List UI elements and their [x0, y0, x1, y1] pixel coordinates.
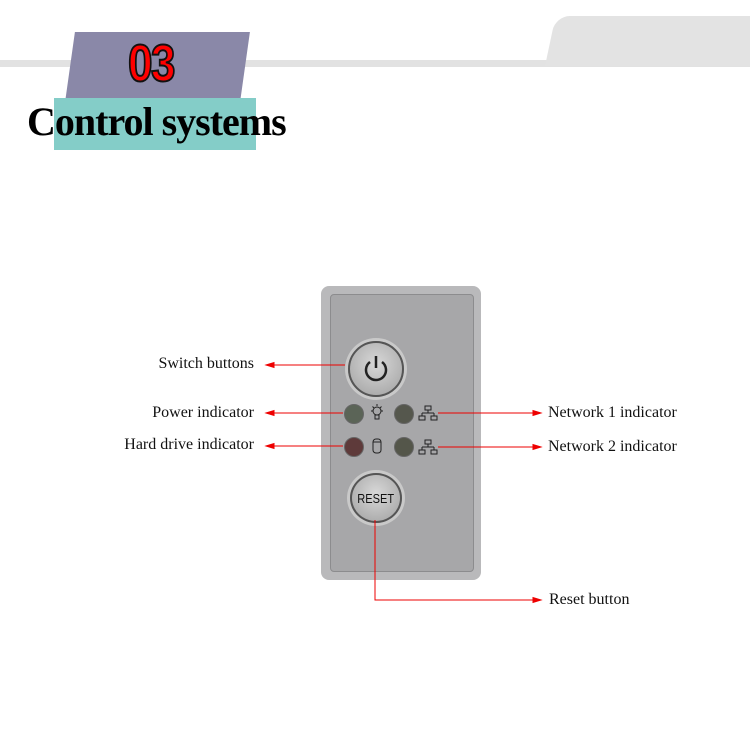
page-title: Control systems: [27, 99, 287, 144]
reset-button[interactable]: RESET: [350, 473, 402, 523]
section-number: 03: [127, 34, 176, 94]
label-switch-buttons: Switch buttons: [158, 355, 254, 372]
bulb-icon: [371, 404, 383, 420]
label-reset-button: Reset button: [549, 591, 630, 608]
reset-button-label: RESET: [357, 490, 395, 506]
hard-drive-icon: [372, 438, 382, 454]
label-hard-drive-indicator: Hard drive indicator: [124, 436, 254, 453]
label-power-indicator: Power indicator: [152, 404, 254, 421]
power-led: [344, 404, 364, 424]
label-network1-indicator: Network 1 indicator: [548, 404, 677, 421]
label-network2-indicator: Network 2 indicator: [548, 438, 677, 455]
power-button[interactable]: [348, 341, 404, 397]
title-highlight: [54, 98, 256, 150]
network-icon: [418, 439, 438, 455]
network1-led: [394, 404, 414, 424]
network2-led: [394, 437, 414, 457]
control-panel-face: [330, 294, 474, 572]
header-band: [0, 60, 750, 67]
hard-drive-led: [344, 437, 364, 457]
network-icon: [418, 405, 438, 421]
power-icon: [364, 356, 388, 382]
